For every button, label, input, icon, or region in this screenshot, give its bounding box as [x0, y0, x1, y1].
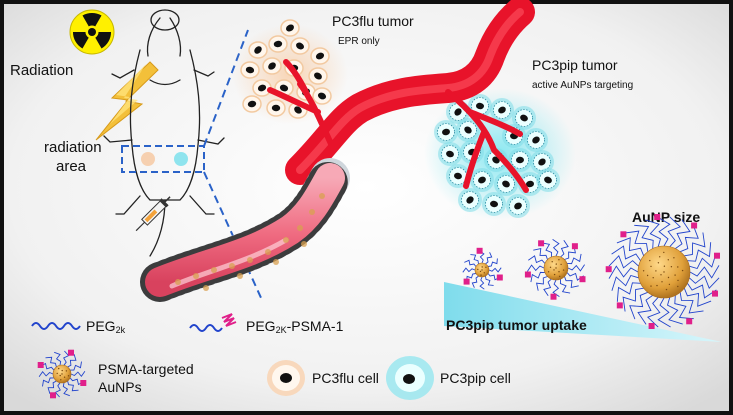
- pc3pip-tumor-subtitle: active AuNPs targeting: [532, 80, 633, 91]
- legend-peg-psma-label: PEG2K-PSMA-1: [246, 318, 344, 335]
- pc3pip-cell: [456, 118, 480, 142]
- pc3flu-cell: [240, 61, 260, 79]
- vessel-aunp: [175, 279, 181, 285]
- uptake-label: PC3pip tumor uptake: [446, 317, 587, 333]
- pc3pip-cell: [494, 172, 518, 196]
- vessel-aunp: [273, 259, 279, 265]
- pc3pip-cell: [506, 194, 530, 218]
- vessel-branch-pc3flu: [267, 59, 335, 149]
- legend-peg-icon: [31, 322, 81, 330]
- pc3flu-cell: [262, 57, 282, 75]
- vessel-highlight: [296, 8, 524, 174]
- radiation-area-box: [121, 145, 205, 173]
- vessel-nanoparticles: [175, 193, 325, 291]
- legend-pc3flu-cell-icon: [267, 360, 305, 396]
- blood-vessel: [140, 0, 535, 302]
- mouse-outline-icon: [103, 9, 225, 257]
- pc3flu-cell: [280, 19, 300, 37]
- vessel-aunp: [297, 225, 303, 231]
- radiation-icon: [69, 9, 115, 55]
- pc3pip-cell: [512, 106, 536, 130]
- aunp-large: [605, 214, 720, 329]
- zoom-line-top: [203, 29, 249, 147]
- lightning-bolt-icon: [95, 61, 159, 141]
- legend-peg-label: PEG2k: [86, 318, 126, 335]
- pc3pip-cell: [434, 120, 458, 144]
- pc3flu-cell: [308, 67, 328, 85]
- syringe-icon: [135, 196, 171, 232]
- vessel-aunp: [247, 257, 253, 263]
- vessel-aunp: [283, 237, 289, 243]
- legend-aunps-line1: PSMA-targeted: [98, 361, 194, 377]
- legend-peg-psma-chain: [189, 324, 223, 332]
- pc3pip-cell: [490, 98, 514, 122]
- legend-pc3pip-cell-icon: [386, 356, 434, 400]
- vessel-aunp: [229, 263, 235, 269]
- legend-peg-psma-base: PEG: [246, 318, 276, 334]
- aunp-small: [462, 247, 503, 290]
- legend-peg-base: PEG: [86, 318, 116, 334]
- radiation-label: Radiation: [10, 62, 73, 79]
- legend-pc3pip-cell-label: PC3pip cell: [440, 370, 511, 386]
- legend-pc3flu-cell-label: PC3flu cell: [312, 370, 379, 386]
- pc3pip-cell: [524, 128, 548, 152]
- pc3pip-tumor-site: [174, 152, 188, 166]
- radiation-area-label-line2: area: [56, 158, 87, 175]
- legend-peg-sub: 2k: [116, 325, 126, 335]
- vessel-pink-highlight: [169, 237, 289, 289]
- pc3flu-tumor-site: [141, 152, 155, 166]
- pc3pip-tumor-title: PC3pip tumor: [532, 57, 618, 73]
- vessel-aunp: [301, 241, 307, 247]
- legend-aunp-icon: [37, 349, 87, 399]
- pc3flu-cell: [248, 41, 268, 59]
- vessel-pink-segment: [145, 163, 345, 297]
- vessel-aunp: [211, 267, 217, 273]
- vessel-aunp: [193, 273, 199, 279]
- pc3flu-cell: [266, 99, 286, 117]
- pc3pip-cell: [438, 142, 462, 166]
- vessel-aunp: [309, 209, 315, 215]
- radiation-area-label-line1: radiation: [44, 139, 102, 156]
- pc3flu-cell: [268, 35, 288, 53]
- vessel-branch-pc3pip: [445, 89, 529, 193]
- legend-peg-psma-suffix: -PSMA-1: [287, 318, 344, 334]
- pc3pip-cell: [470, 168, 494, 192]
- aunp-medium: [524, 239, 586, 300]
- pc3pip-cell: [482, 192, 506, 216]
- vessel-aunp: [265, 249, 271, 255]
- pc3flu-cell: [290, 37, 310, 55]
- legend-peg-psma-sub: 2K: [276, 325, 287, 335]
- pc3flu-tumor-title: PC3flu tumor: [332, 13, 414, 29]
- pc3flu-cell: [310, 47, 330, 65]
- pc3pip-cell: [536, 168, 560, 192]
- pc3flu-tumor-subtitle: EPR only: [338, 36, 380, 47]
- legend: PEG2k PEG2K-PSMA-1 PSMA-targeted AuNPs P…: [31, 313, 511, 400]
- vessel-aunp: [319, 193, 325, 199]
- legend-aunps-line2: AuNPs: [98, 379, 142, 395]
- pc3pip-cell: [458, 188, 482, 212]
- pc3flu-cell: [242, 95, 262, 113]
- pc3pip-cell: [508, 148, 532, 172]
- legend-psma-icon: [221, 313, 237, 327]
- vessel-aunp: [237, 273, 243, 279]
- pc3flu-cell: [312, 87, 332, 105]
- vessel-aunp: [203, 285, 209, 291]
